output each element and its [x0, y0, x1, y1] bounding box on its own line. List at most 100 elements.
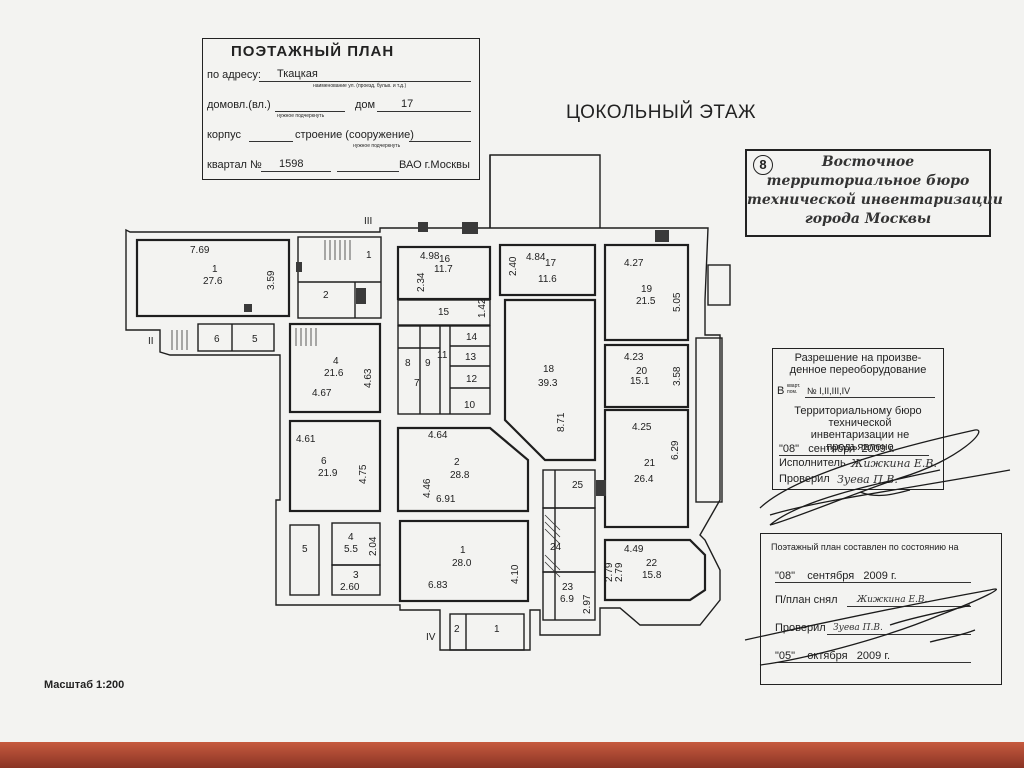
permit-v-label: В [777, 385, 785, 397]
status-stamp: Поэтажный план составлен по состоянию на… [760, 533, 1002, 685]
permit-year-suffix: г. [888, 443, 895, 455]
plan-label: 39.3 [538, 378, 558, 389]
plan-label: 10 [464, 400, 476, 411]
scale-label: Масштаб 1:200 [44, 679, 125, 691]
plan-label: 6 [321, 456, 327, 467]
plan-label: 6.29 [670, 440, 681, 460]
plan-label: 25 [572, 480, 584, 491]
plan-label: 11.6 [538, 274, 557, 285]
plan-label: 15.1 [630, 376, 650, 387]
plan-label: 4.49 [624, 544, 644, 555]
plan-label: 15 [438, 307, 450, 318]
permit-line2: денное переоборудование [789, 364, 927, 376]
status-month: сентября [807, 570, 855, 582]
plan-label: 28.0 [452, 558, 472, 569]
plan-label: 28.8 [450, 470, 470, 481]
kvartal-value: 1598 [279, 158, 304, 170]
plan-label: 2.40 [508, 256, 519, 276]
plan-label: 21.6 [324, 368, 344, 379]
header-title: ПОЭТАЖНЫЙ ПЛАН [231, 43, 395, 60]
status-line1: Поэтажный план составлен по состоянию на [771, 542, 959, 552]
kvartal-label: квартал № [207, 159, 262, 171]
plan-label: 13 [465, 352, 477, 363]
status-year: 2009 [863, 570, 888, 582]
plan-label: 19 [641, 284, 653, 295]
permit-line3: Территориальному бюро [794, 405, 922, 417]
status-day2: 05 [778, 650, 792, 662]
plan-label: 6.9 [560, 594, 574, 605]
stroenie-hint: нужное подчеркнуть [353, 143, 401, 149]
header-stamp: ПОЭТАЖНЫЙ ПЛАН по адресу: Ткацкая наимен… [202, 38, 480, 180]
plan-label: 8.71 [556, 412, 567, 432]
status-year2: 2009 [856, 650, 882, 662]
status-year-suffix: г. [890, 570, 897, 582]
stroenie-label: строение (сооружение) [295, 129, 414, 141]
bureau-line2: территориальное бюро [766, 173, 970, 189]
status-date2: "05" октября 2009 г. [775, 650, 891, 662]
status-taker-name: Жижкина Е.В. [857, 595, 928, 605]
address-hint: наименование ул. (проезд, бульв. и т.д.) [313, 83, 407, 89]
address-value: Ткацкая [277, 68, 318, 80]
bureau-line4: города Москвы [804, 211, 932, 227]
plan-label: 24 [550, 542, 562, 553]
permit-line1: Разрешение на произве- [794, 352, 922, 364]
permit-v-value: № I,II,III,IV [807, 386, 851, 396]
bureau-line3: технической инвентаризации [747, 192, 1003, 208]
status-day: 08 [778, 570, 792, 582]
dom-label: домовл.(вл.) [207, 99, 271, 111]
bureau-stamp: 8 Восточное территориальное бюро техниче… [745, 149, 1003, 237]
bureau-line1: Восточное [821, 154, 915, 170]
floor-plan: 7.69 1 27.6 3.59 6 5 1 2 4 21.6 4.63 4.6… [125, 154, 1011, 666]
status-year2-suffix: г. [884, 650, 891, 662]
plan-label: 4.98 [420, 251, 440, 262]
plan-label: 4.46 [422, 478, 433, 498]
plan-label: 8 [405, 358, 411, 369]
roman-numeral: II [148, 336, 154, 347]
plan-label: 7 [414, 378, 420, 389]
plan-label: 4.10 [510, 564, 521, 584]
plan-label: 4 [348, 532, 354, 543]
plan-label: 4.75 [358, 464, 369, 484]
dom-hint: нужное подчеркнуть [277, 113, 325, 119]
plan-label: 26.4 [634, 474, 654, 485]
plan-label: 21.5 [636, 296, 656, 307]
plan-label: 1 [212, 264, 218, 275]
plan-label: 15.8 [642, 570, 662, 581]
plan-label: 2 [323, 290, 329, 301]
status-taker-label: П/план снял [775, 594, 838, 606]
plan-label: 6.83 [428, 580, 448, 591]
house-label: дом [355, 99, 376, 111]
plan-label: 2 [454, 457, 460, 468]
table-surface [0, 742, 1024, 768]
plan-label: 5 [252, 334, 258, 345]
room-labels: 7.69 1 27.6 3.59 6 5 1 2 4 21.6 4.63 4.6… [148, 216, 683, 643]
floor-title: ЦОКОЛЬНЫЙ ЭТАЖ [566, 102, 757, 123]
bureau-number: 8 [753, 155, 773, 175]
plan-label: 2.34 [416, 272, 427, 292]
plan-label: 4 [333, 356, 339, 367]
plan-label: 4.84 [526, 252, 546, 263]
status-month2: октября [807, 650, 848, 662]
plan-label: 16 [439, 254, 451, 265]
permit-month: сентября [808, 443, 856, 455]
plan-label: 4.63 [363, 368, 374, 388]
plan-label: 9 [425, 358, 431, 369]
plan-label: 12 [466, 374, 478, 385]
permit-day: 08 [782, 443, 796, 455]
plan-label: 18 [543, 364, 555, 375]
korpus-label: корпус [207, 129, 242, 141]
plan-label: 2 [454, 624, 460, 635]
plan-label: 27.6 [203, 276, 223, 287]
roman-numeral: III [364, 216, 372, 227]
plan-label: 2.97 [582, 594, 593, 614]
plan-label: 3.59 [266, 270, 277, 290]
district-label: ВАО г.Москвы [399, 159, 470, 171]
plan-label: 1 [460, 545, 466, 556]
plan-label: 4.67 [312, 388, 332, 399]
permit-line4: технической инвентаризации не предъявлен… [810, 417, 910, 453]
plan-label: 4.27 [624, 258, 644, 269]
status-date: "08" сентября 2009 г. [775, 570, 897, 582]
plan-label: 6 [214, 334, 220, 345]
roman-numeral: IV [426, 632, 436, 643]
plan-label: 6.91 [436, 494, 456, 505]
